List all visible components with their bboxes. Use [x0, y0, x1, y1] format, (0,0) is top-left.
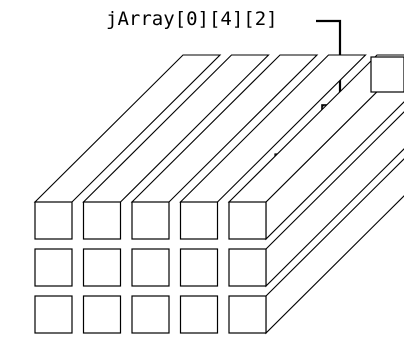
bar-front-face [179, 295, 219, 334]
array-bar [179, 248, 219, 287]
array-bar [82, 295, 122, 334]
bar-front-face [228, 248, 267, 287]
bar-front-face [228, 201, 267, 240]
bar-front-face [179, 248, 219, 287]
bar-front-face [131, 201, 170, 240]
bar-front-face [34, 295, 73, 334]
array-bar [228, 111, 404, 288]
bar-front-face [131, 248, 170, 287]
array-bar [179, 295, 219, 334]
bar-front-face [82, 295, 122, 334]
bar-front-face [228, 295, 267, 334]
array-bar [228, 158, 404, 335]
callout-label: jArray[0][4][2] [106, 8, 278, 30]
bar-front-face [82, 248, 122, 287]
array-bar [130, 54, 319, 240]
bar-back-end [370, 56, 404, 93]
array-bar [34, 295, 73, 334]
array-bar [82, 54, 270, 240]
array-bar [179, 54, 367, 240]
bar-front-face [82, 201, 122, 240]
array-bar [131, 248, 170, 287]
bars-layer [33, 54, 404, 335]
array-bar [33, 54, 222, 240]
bar-front-face [179, 201, 219, 240]
bar-front-face [34, 201, 73, 240]
array-bar [227, 54, 404, 241]
bar-front-face [34, 248, 73, 287]
array-bar [82, 248, 122, 287]
bar-front-face [131, 295, 170, 334]
array-bar [131, 295, 170, 334]
array-bar [34, 248, 73, 287]
